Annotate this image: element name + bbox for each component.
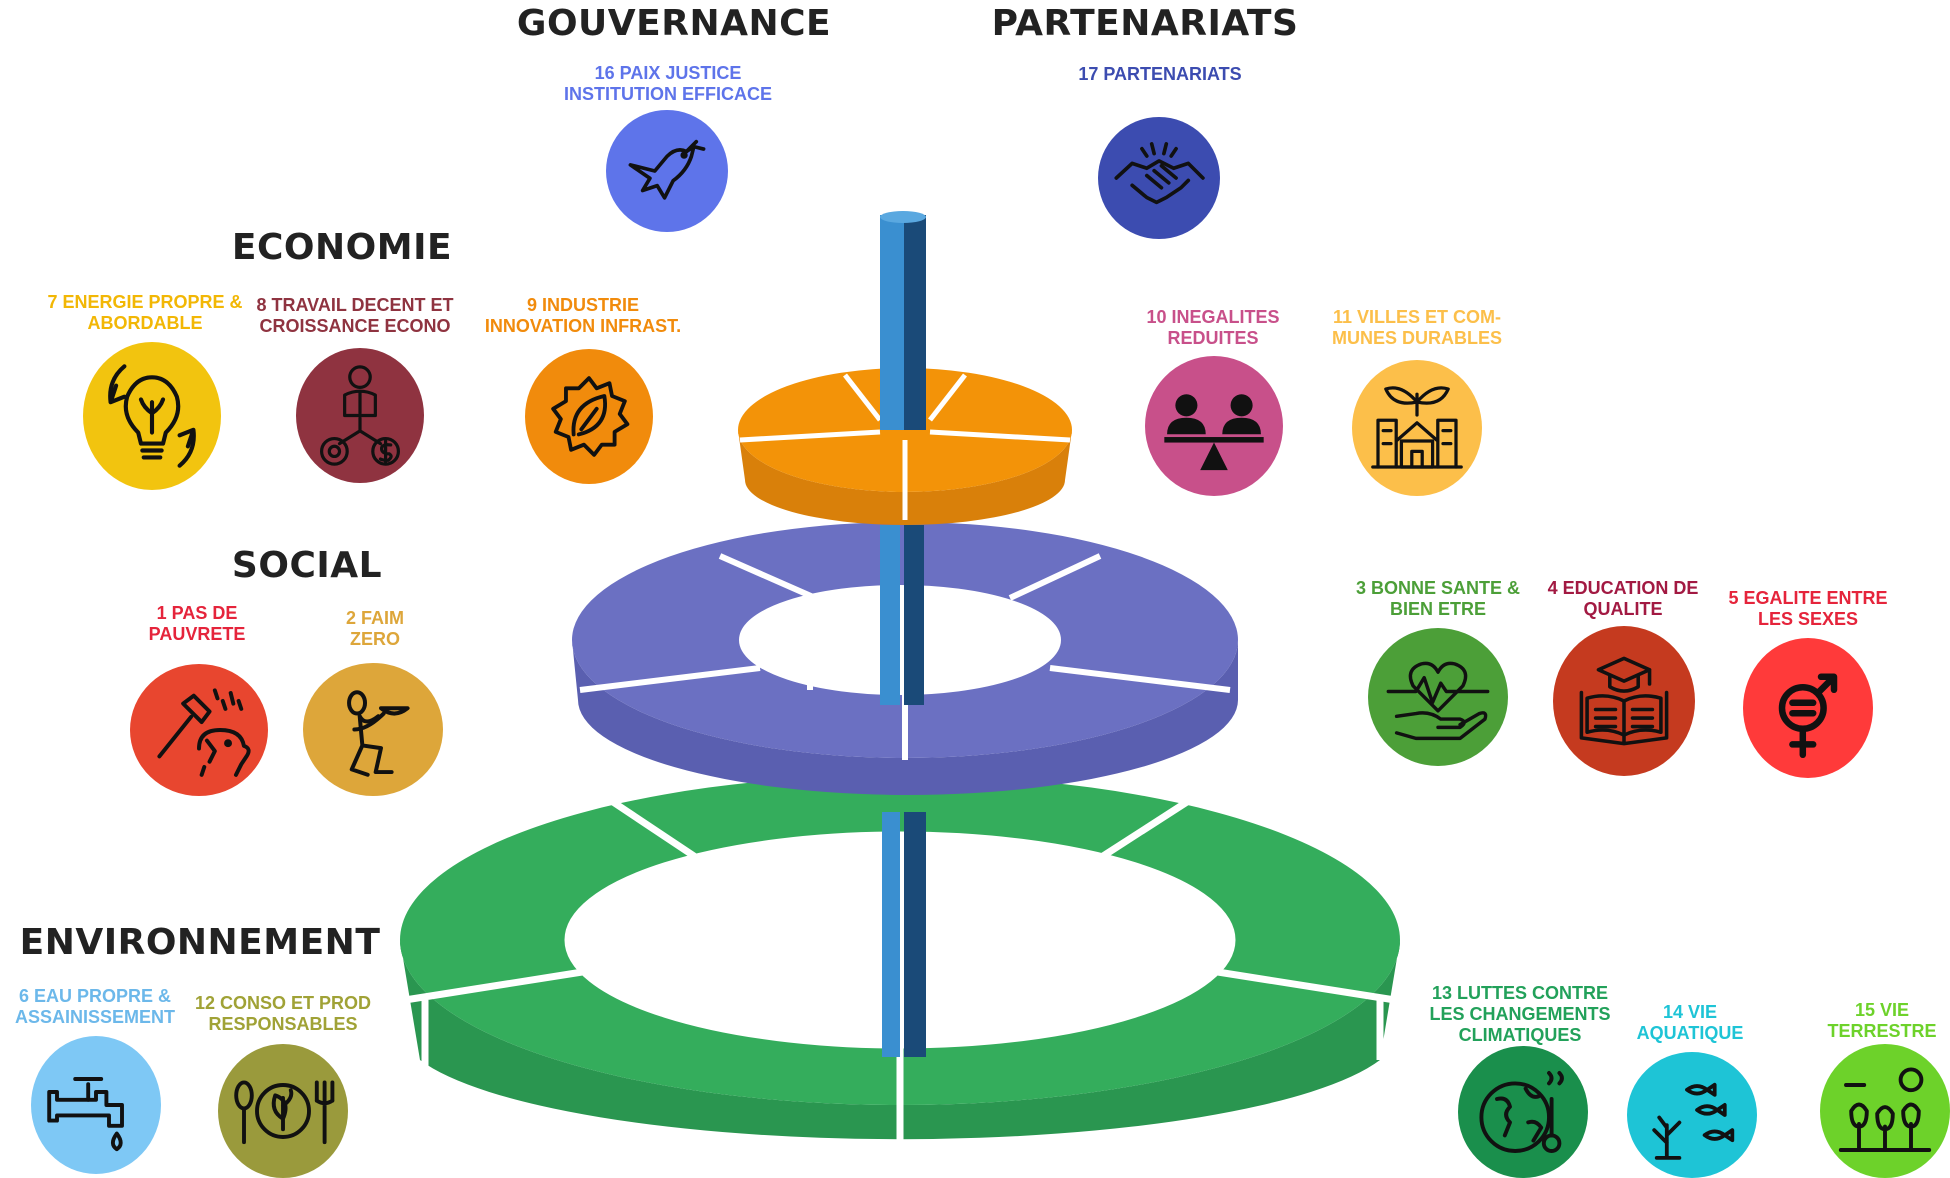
economie-tier-side: [738, 430, 1072, 525]
category-gouvernance: GOUVERNANCE: [516, 3, 832, 44]
balance-people-icon: [1164, 394, 1264, 471]
category-economie: ECONOMIE: [231, 227, 453, 268]
goal-1-circle: [130, 664, 268, 796]
central-pole: [880, 211, 926, 1057]
goal-6-label: 6 EAU PROPRE &ASSAINISSEMENT: [14, 986, 176, 1027]
social-tier-side: [572, 640, 1238, 795]
goal-6-circle: [31, 1036, 161, 1174]
handshake-icon: [1114, 142, 1205, 205]
category-social: SOCIAL: [231, 545, 383, 586]
environnement-tier-side: [400, 940, 1400, 1140]
goal-16-circle: [606, 110, 728, 232]
water-tap-icon: [47, 1077, 124, 1152]
social-tier-top: [572, 522, 1238, 758]
hammer-piggy-bank-icon: [157, 688, 251, 777]
heart-hand-icon: [1386, 661, 1490, 741]
goal-11-circle: [1352, 360, 1482, 496]
goal-17-label: 17 PARTENARIATS: [1078, 64, 1242, 84]
goal-15-circle: [1820, 1044, 1950, 1178]
plate-leaf-icon: [234, 1080, 335, 1145]
gender-equality-icon: [1778, 673, 1838, 759]
earth-thermometer-icon: [1479, 1071, 1564, 1153]
fish-coral-icon: [1652, 1082, 1735, 1160]
worker-growth-icon: [320, 365, 400, 466]
category-environnement: ENVIRONNEMENT: [19, 922, 381, 963]
goal-10-circle: [1145, 356, 1283, 496]
goal-13-circle: [1458, 1046, 1588, 1178]
goal-5-circle: [1743, 638, 1873, 778]
lightbulb-icon: [108, 364, 196, 468]
goal-17-circle: [1098, 117, 1220, 239]
goal-4-circle: [1553, 626, 1695, 776]
goal-3-circle: [1368, 628, 1508, 766]
goal-2-circle: [303, 663, 443, 796]
dove-icon: [628, 139, 706, 200]
goal-7-label: 7 ENERGIE PROPRE &ABORDABLE: [47, 292, 243, 333]
social-tier: [572, 522, 1238, 795]
goal-8-circle: [296, 348, 424, 483]
city-plant-icon: [1371, 386, 1463, 469]
book-graduation-icon: [1579, 656, 1669, 746]
goal-7-circle: [83, 342, 221, 490]
goal-9-circle: [525, 349, 653, 484]
trees-sun-icon: [1838, 1067, 1932, 1152]
goal-11-label: 11 VILLES ET COM-MUNES DURABLES: [1331, 307, 1503, 348]
person-bowl-icon: [347, 690, 410, 777]
goal-3-label: 3 BONNE SANTE &BIEN ETRE: [1355, 578, 1521, 619]
environnement-tier-top: [400, 775, 1400, 1105]
goal-12-circle: [218, 1044, 348, 1178]
environnement-tier: [400, 775, 1400, 1175]
goal-14-circle: [1627, 1052, 1757, 1178]
gear-leaf-icon: [551, 376, 630, 457]
category-partenariats: PARTENARIATS: [991, 3, 1299, 44]
